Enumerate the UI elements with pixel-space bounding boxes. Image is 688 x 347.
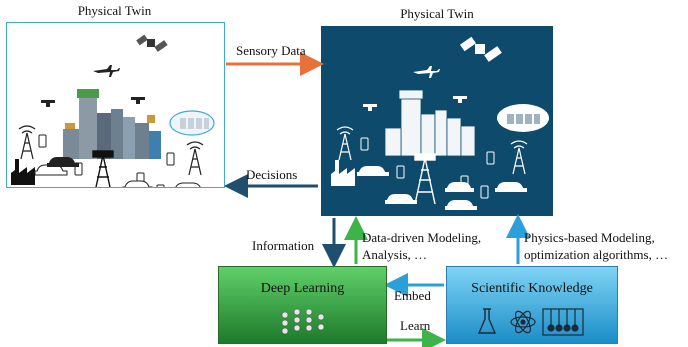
factory-icon <box>11 159 35 185</box>
decisions-label: Decisions <box>246 167 298 182</box>
atom-icon <box>510 310 536 334</box>
drone-icon <box>131 97 145 104</box>
information-label: Information <box>252 238 315 253</box>
newtons-cradle-icon <box>542 308 584 336</box>
physics-based-label-line2: optimization algorithms, … <box>524 247 669 262</box>
tower-icon <box>414 153 436 205</box>
data-driven-label-line2: Analysis, … <box>362 247 427 262</box>
learn-label: Learn <box>400 318 431 333</box>
antenna-icon <box>336 126 528 175</box>
car-icon <box>357 166 527 210</box>
drone-icon <box>453 96 467 103</box>
satellite-icon <box>136 34 168 52</box>
cloud-icon <box>497 104 549 132</box>
physical-twin-panel <box>6 22 225 211</box>
left-panel-title: Physical Twin <box>77 3 152 18</box>
physics-based-label-line1: Physics-based Modeling, <box>524 230 655 245</box>
satellite-icon <box>459 36 502 62</box>
scientific-knowledge-title: Scientific Knowledge <box>471 281 593 296</box>
neural-network-icon <box>281 308 325 335</box>
digital-city-illustration <box>331 36 549 210</box>
embed-label: Embed <box>394 288 431 303</box>
antenna-icon <box>18 125 204 176</box>
buildings-icon <box>384 89 476 157</box>
digital-twin-panel <box>321 26 553 216</box>
city-illustration <box>11 34 215 211</box>
sensory-data-label: Sensory Data <box>236 43 306 58</box>
deep-learning-title: Deep Learning <box>260 281 345 296</box>
scientific-knowledge-box: Scientific Knowledge <box>446 266 618 344</box>
buildings-icon <box>63 89 161 159</box>
data-driven-label-line1: Data-driven Modeling, <box>362 230 482 245</box>
drone-icon <box>41 100 55 107</box>
airplane-icon <box>93 65 120 77</box>
deep-learning-box: Deep Learning <box>218 266 387 344</box>
drone-icon <box>363 104 377 111</box>
factory-icon <box>331 160 355 186</box>
right-panel-title: Physical Twin <box>400 6 474 21</box>
science-icons <box>477 308 584 336</box>
flask-icon <box>477 308 497 334</box>
cloud-icon <box>169 110 215 136</box>
airplane-icon <box>413 66 440 78</box>
